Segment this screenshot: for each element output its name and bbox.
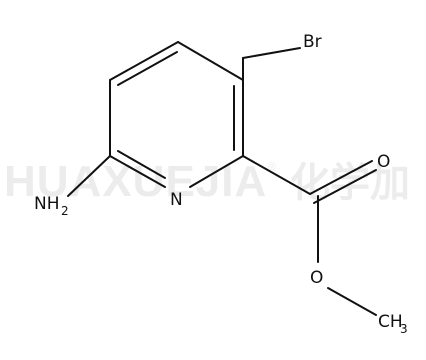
watermark: HUAXUEJIA ® 化学加 <box>4 157 410 206</box>
atom-methyl: CH <box>378 312 403 332</box>
atom-amine-n: NH <box>34 194 60 214</box>
bond-carbonyl <box>309 160 373 195</box>
atom-n-ring: N <box>170 190 183 210</box>
methyl-h-subscript: 3 <box>400 322 408 336</box>
bond-c4-c3 <box>177 41 244 81</box>
atom-o-ester: O <box>310 268 323 288</box>
methyl-ch-text: CH <box>378 312 403 332</box>
bond-c5-c4 <box>109 41 179 81</box>
watermark-registered-mark: ® <box>268 161 276 173</box>
bond-carbonyl-double <box>313 169 377 204</box>
atom-labels: Br O O N NH 2 CH 3 <box>34 32 408 336</box>
atom-br: Br <box>303 32 322 52</box>
bond-c2-n1 <box>189 155 244 188</box>
bond-ester-o-methyl <box>327 287 377 316</box>
watermark-brand-latin: HUAXUEJIA <box>4 157 267 206</box>
bond-c2-carbonyl-c <box>242 155 311 195</box>
atom-o-carbonyl: O <box>377 152 390 172</box>
amine-h-subscript: 2 <box>61 204 69 218</box>
bond-c3-br-segment <box>242 47 301 59</box>
bond-n1-c6-double <box>117 150 166 179</box>
amine-nh-text: NH <box>34 194 60 214</box>
bond-n1-c6 <box>109 155 166 188</box>
bond-c6-amine <box>67 155 111 197</box>
bonds <box>67 41 377 316</box>
bond-c5-c4-double <box>117 51 178 86</box>
